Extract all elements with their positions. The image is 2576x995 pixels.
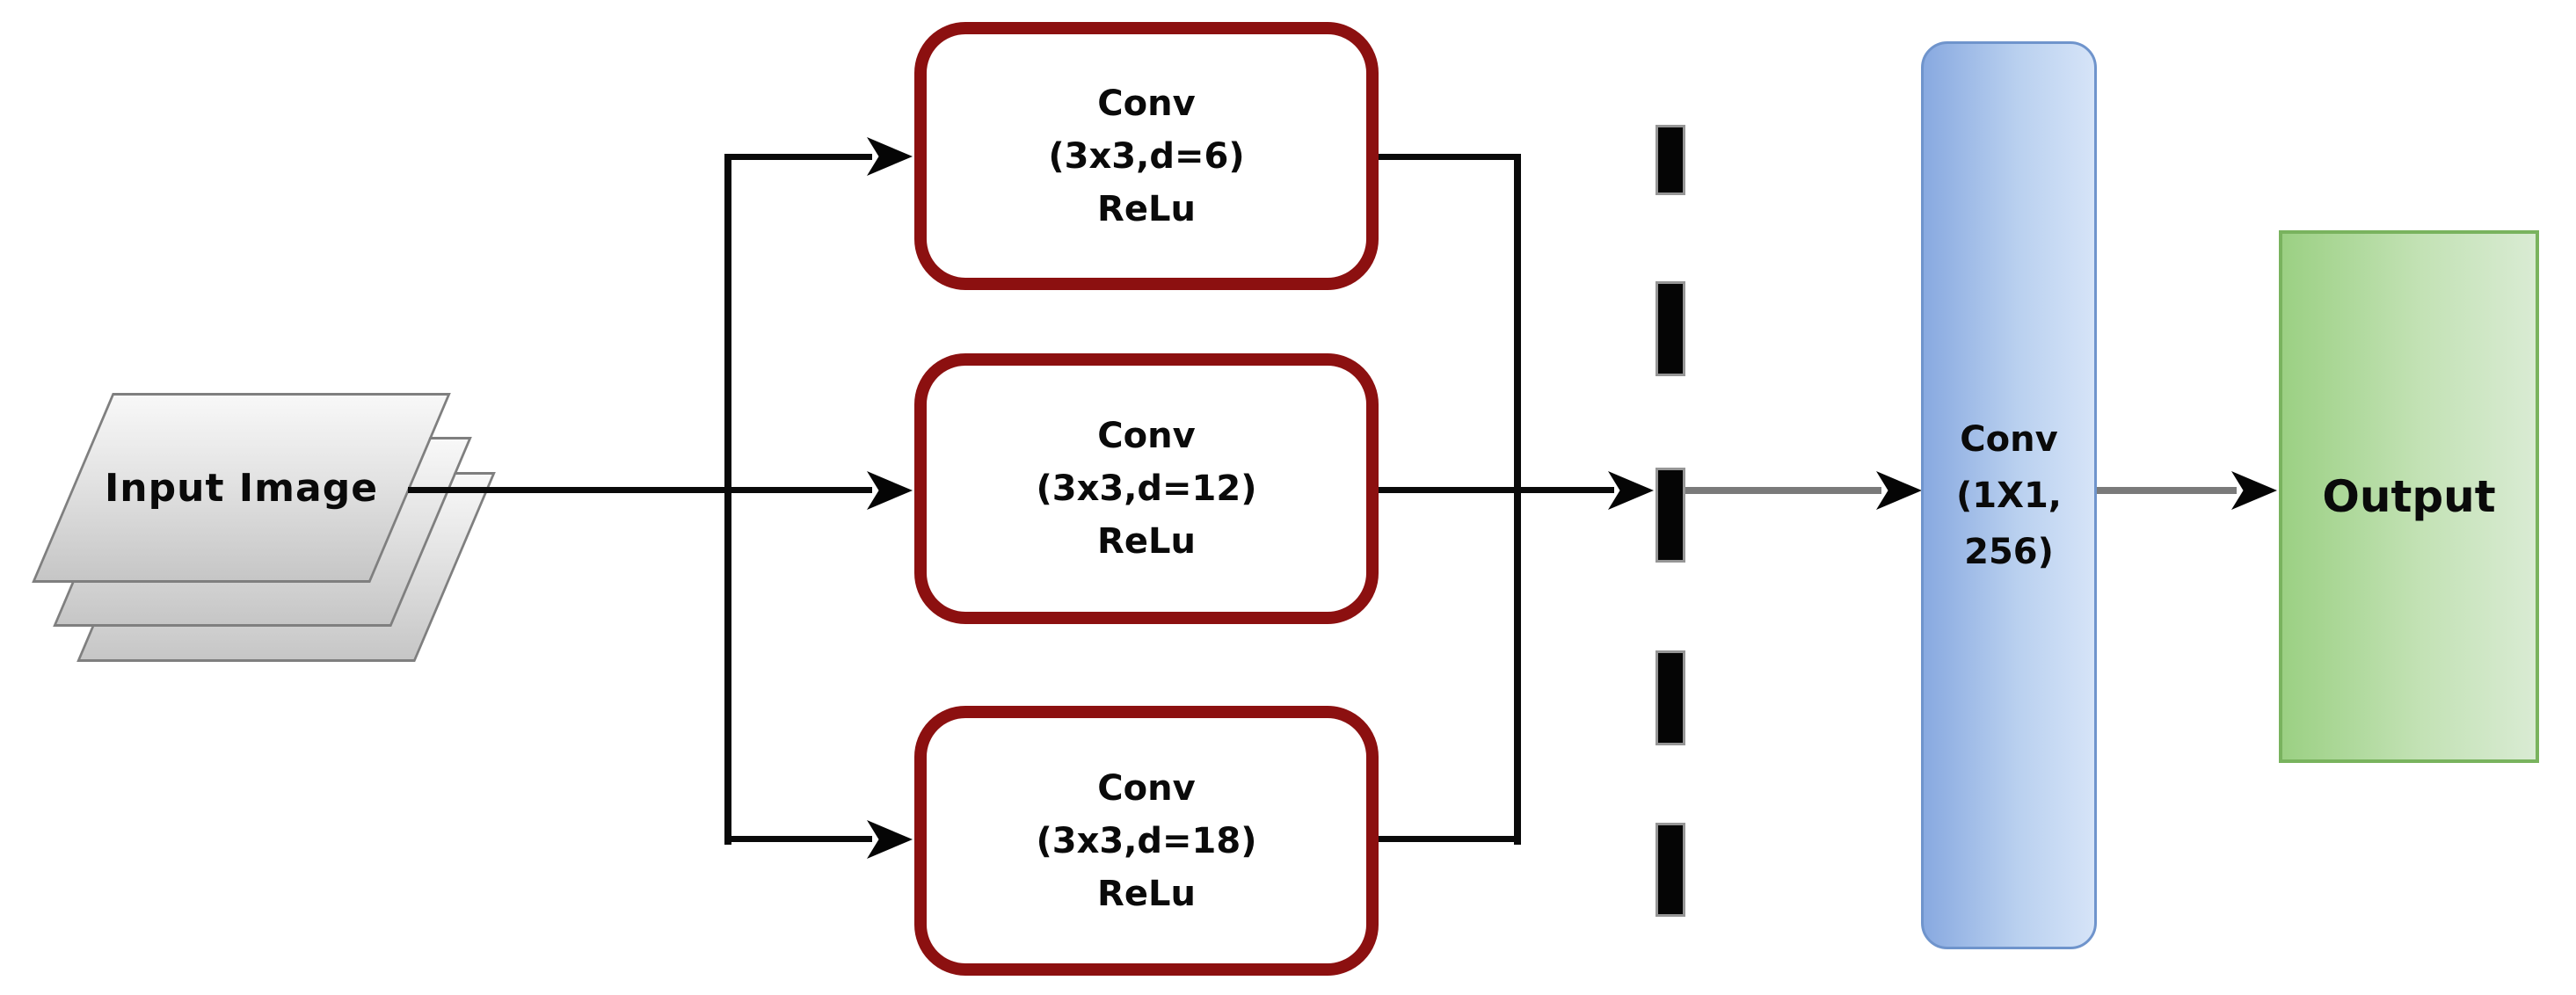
conv1-activation: ReLu — [1097, 188, 1196, 229]
split-to-conv3-line — [727, 836, 872, 842]
conv3-name: Conv — [1097, 767, 1196, 809]
split-vertical-line — [724, 154, 731, 845]
dash-segment — [1655, 823, 1685, 917]
dash-segment — [1655, 650, 1685, 745]
output-box: Output — [2279, 230, 2539, 763]
conv1-to-merge-line — [1372, 154, 1520, 160]
conv2-params: (3x3,d=12) — [1036, 468, 1257, 509]
input-image-label: Input Image — [104, 465, 379, 511]
projection-name: Conv — [1960, 418, 2058, 460]
projection-params-line1: (1X1, — [1956, 475, 2062, 516]
conv3-to-merge-line — [1372, 836, 1520, 842]
dash-segment — [1655, 125, 1685, 195]
dash-segment — [1655, 281, 1685, 376]
arrowhead-into-conv3-icon — [867, 820, 913, 859]
projection-to-output-line — [2097, 487, 2237, 494]
merge-to-concat-line — [1372, 487, 1614, 493]
conv-1x1-box: Conv (1X1, 256) — [1921, 41, 2097, 949]
arrowhead-into-output-icon — [2231, 471, 2277, 510]
conv2-name: Conv — [1097, 416, 1196, 456]
projection-params-line2: 256) — [1964, 531, 2054, 572]
dash-segment — [1655, 468, 1685, 563]
conv1-params: (3x3,d=6) — [1048, 135, 1245, 177]
arrowhead-into-concat-icon — [1608, 471, 1654, 510]
conv3-params: (3x3,d=18) — [1036, 820, 1257, 861]
conv-box-dilation12: Conv (3x3,d=12) ReLu — [914, 353, 1379, 624]
arrowhead-into-conv1-icon — [867, 137, 913, 176]
concat-to-projection-line — [1685, 487, 1881, 494]
conv-box-dilation6: Conv (3x3,d=6) ReLu — [914, 22, 1379, 290]
conv2-activation: ReLu — [1097, 521, 1196, 562]
conv3-activation: ReLu — [1097, 873, 1196, 914]
input-to-split-line — [408, 487, 872, 493]
arrowhead-into-projection-icon — [1876, 471, 1922, 510]
output-label: Output — [2322, 471, 2496, 522]
arrowhead-into-conv2-icon — [867, 471, 913, 510]
merge-vertical-line — [1514, 154, 1521, 845]
split-to-conv1-line — [727, 154, 872, 160]
conv-box-dilation18: Conv (3x3,d=18) ReLu — [914, 706, 1379, 976]
conv1-name: Conv — [1097, 83, 1196, 124]
